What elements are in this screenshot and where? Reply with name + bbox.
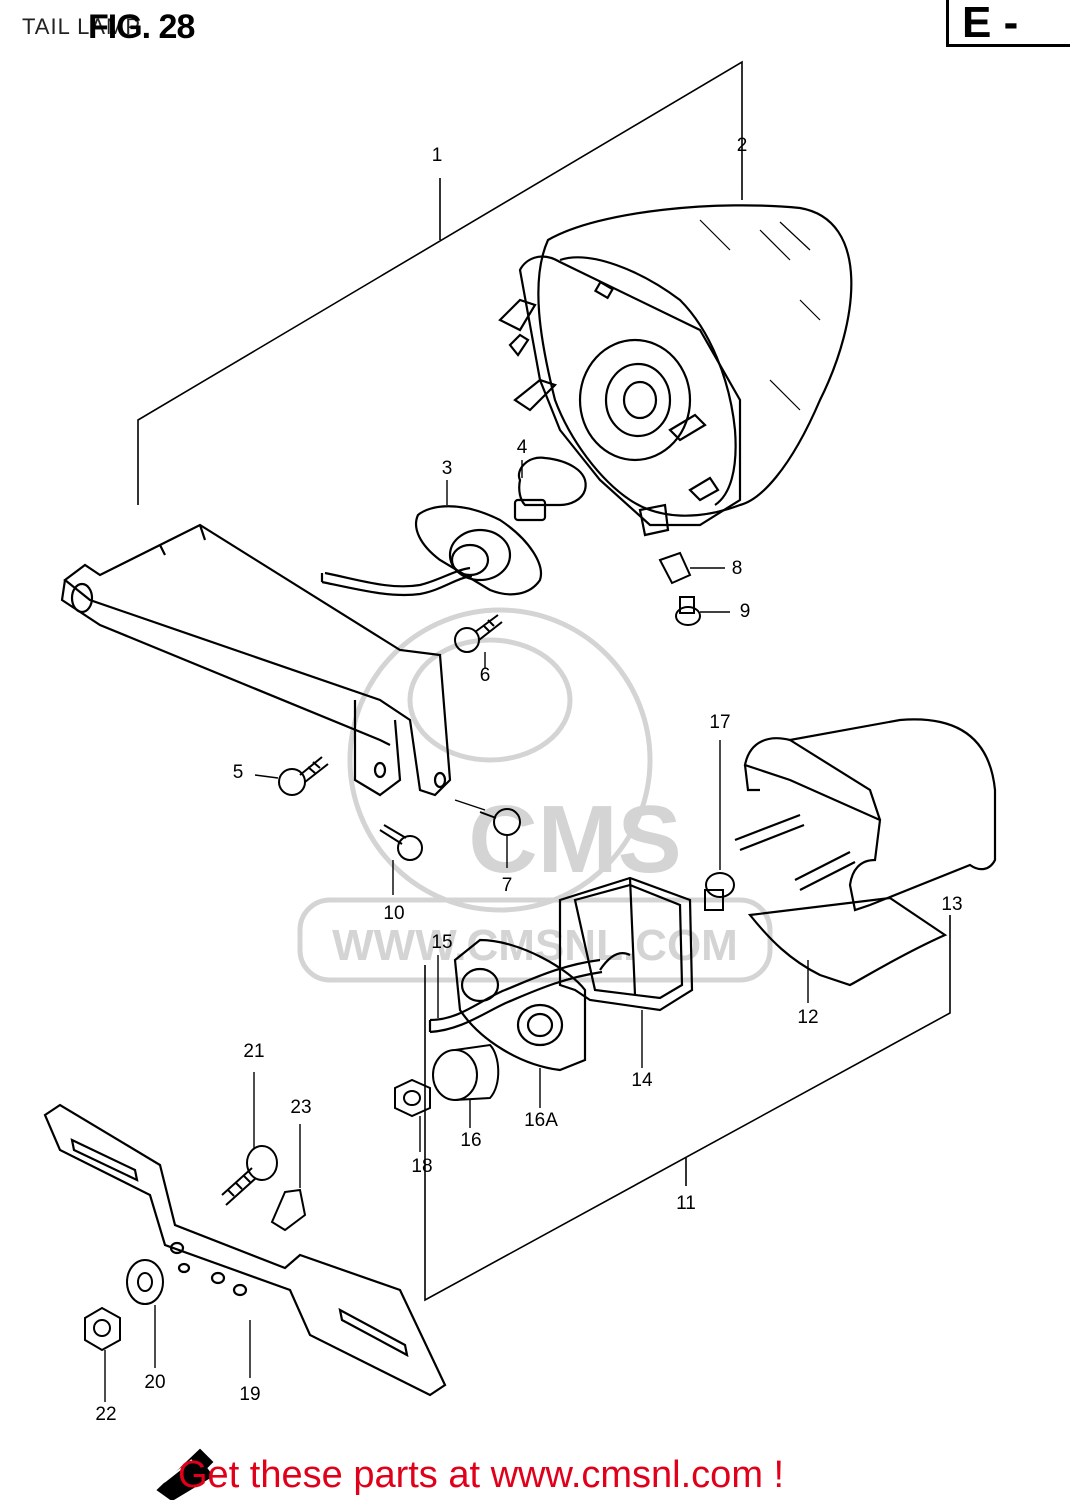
watermark	[297, 607, 773, 983]
watermark-banner	[297, 897, 773, 983]
callout-18: 18	[411, 1156, 433, 1177]
screw-10	[379, 824, 423, 895]
screw-6	[454, 614, 503, 668]
grommet	[432, 1043, 500, 1128]
clip-23	[270, 1124, 307, 1232]
license-lamp-lens	[747, 896, 948, 987]
watermark-logo-ring	[347, 607, 653, 913]
callout-16: 16	[460, 1130, 482, 1151]
watermark-url: WWW.CMSNL.COM	[332, 921, 738, 970]
callout-17: 17	[709, 712, 731, 733]
watermark-logo-face	[407, 637, 573, 763]
bulb-socket	[320, 505, 543, 597]
assembly-1-bracket	[137, 60, 743, 505]
bolt-21	[221, 1072, 278, 1206]
screw-9	[675, 596, 730, 626]
license-plate-bracket	[43, 1103, 447, 1397]
license-bulb	[704, 740, 735, 911]
washer-20	[126, 1259, 164, 1368]
section-label: E -	[962, 0, 1019, 47]
callout-8: 8	[731, 558, 743, 579]
section-box	[946, 0, 1070, 47]
clip-nut	[658, 551, 725, 585]
callout-4: 4	[516, 437, 528, 458]
diagram-title: TAIL LAMP	[22, 14, 142, 39]
callout-19: 19	[239, 1384, 261, 1405]
screw-7	[454, 799, 521, 868]
callout-6: 6	[479, 665, 491, 686]
screw-5	[254, 756, 329, 796]
arrow-icon	[156, 1448, 214, 1500]
callout-11: 11	[676, 1193, 696, 1214]
watermark-logo-text: CMS	[468, 786, 681, 893]
assembly-11-bracket	[424, 915, 951, 1302]
callout-23: 23	[290, 1097, 312, 1118]
nut-18	[394, 1078, 431, 1152]
mounting-bracket	[60, 523, 452, 797]
bulb	[513, 456, 587, 522]
callout-7: 7	[501, 875, 513, 896]
callout-15: 15	[431, 932, 453, 953]
nut-22	[84, 1306, 121, 1402]
callout-22: 22	[95, 1404, 117, 1425]
callout-1: 1	[431, 145, 443, 166]
callout-16a: 16A	[524, 1110, 558, 1131]
callout-13: 13	[941, 894, 963, 915]
callout-20: 20	[144, 1372, 166, 1393]
callout-2: 2	[736, 135, 748, 156]
callout-5: 5	[232, 762, 244, 783]
figure-number: FIG. 28	[88, 8, 195, 46]
callout-10: 10	[383, 903, 405, 924]
license-lamp-cover	[734, 718, 997, 912]
callout-14: 14	[631, 1070, 653, 1091]
callout-3: 3	[441, 458, 453, 479]
license-lamp-housing	[558, 876, 694, 1012]
callout-21: 21	[243, 1041, 265, 1062]
buy-parts-link[interactable]: Get these parts at www.cmsnl.com !	[178, 1454, 785, 1496]
tail-lamp-lens	[498, 204, 853, 537]
socket-plate	[428, 938, 603, 1072]
callout-12: 12	[797, 1007, 819, 1028]
callout-9: 9	[739, 601, 751, 622]
